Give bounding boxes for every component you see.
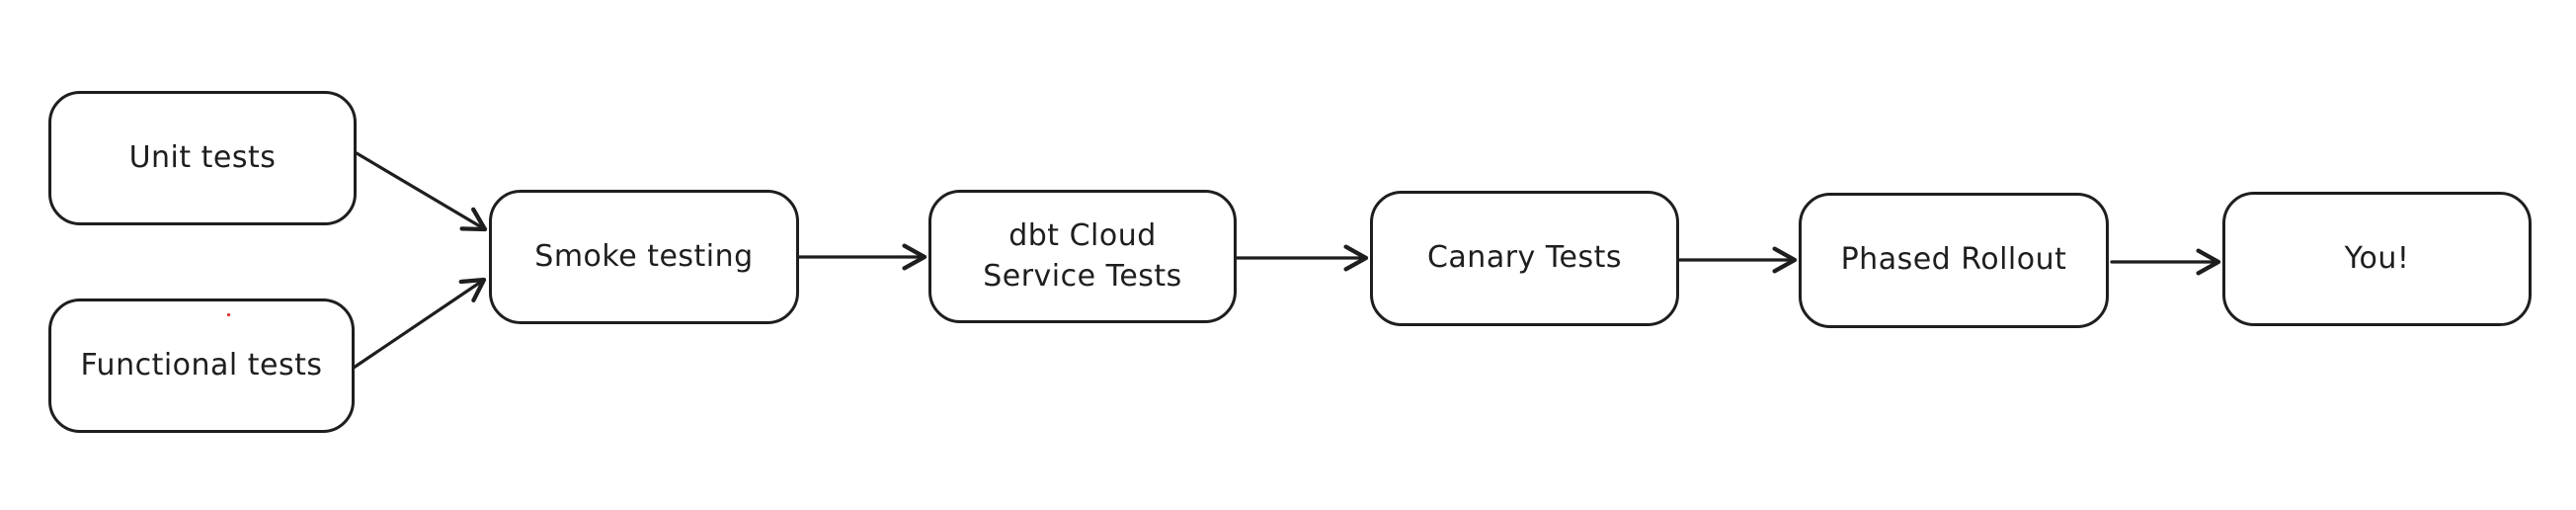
node-dbt-cloud-service-tests: dbt Cloud Service Tests (928, 190, 1237, 323)
node-canary-tests-label: Canary Tests (1426, 240, 1623, 276)
node-functional-tests-label: Functional tests (80, 347, 323, 382)
node-unit-tests: Unit tests (48, 91, 357, 225)
stray-red-pixel-artifact (227, 313, 230, 316)
node-unit-tests-label: Unit tests (128, 139, 277, 175)
node-functional-tests: Functional tests (48, 298, 355, 433)
node-you-label: You! (2344, 240, 2410, 276)
node-dbt-cloud-service-tests-label: dbt Cloud Service Tests (983, 218, 1182, 294)
edge-unit-tests-to-smoke-testing (355, 151, 488, 232)
node-canary-tests: Canary Tests (1370, 191, 1679, 326)
edge-functional-tests-to-smoke-testing (352, 277, 487, 370)
node-phased-rollout-label: Phased Rollout (1840, 242, 2067, 278)
node-smoke-testing: Smoke testing (489, 190, 799, 324)
node-smoke-testing-label: Smoke testing (534, 238, 754, 274)
node-you: You! (2222, 192, 2532, 326)
node-phased-rollout: Phased Rollout (1799, 193, 2109, 328)
